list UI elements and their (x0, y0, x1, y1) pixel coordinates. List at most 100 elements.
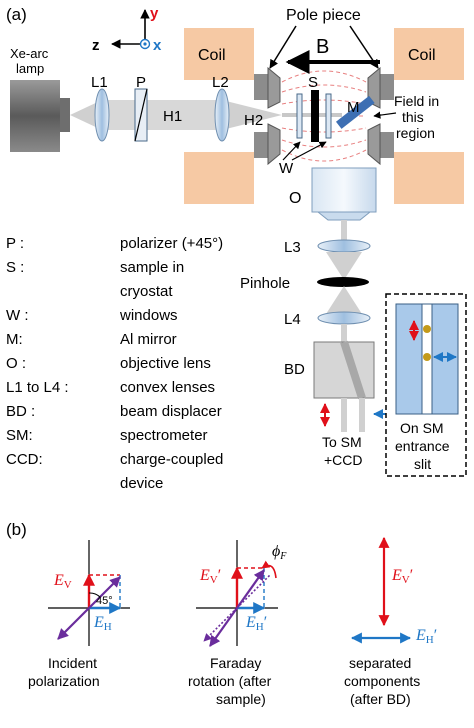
spot-top (423, 325, 431, 333)
beam-focus (222, 100, 282, 130)
d1-ev-label: EV (53, 572, 72, 591)
coil-top-right (394, 28, 464, 80)
mirror-label: M (347, 99, 360, 116)
field-region-label-2: this (402, 109, 424, 125)
l3-label: L3 (284, 239, 301, 256)
d2-caption-2: rotation (after (188, 673, 272, 689)
legend-key: M: (6, 331, 23, 348)
field-region-label-1: Field in (394, 93, 439, 109)
lens-l3 (317, 239, 371, 253)
d1-eh-label: EH (93, 614, 112, 633)
field-label: B (316, 36, 329, 58)
pole-tip-bottom-right (367, 123, 381, 166)
lamp-label-2: lamp (16, 61, 44, 76)
legend-value: polarizer (+45°) (120, 235, 223, 252)
pole-piece-arrow-left (269, 25, 297, 69)
legend-key: BD : (6, 403, 35, 420)
core-top-left (254, 74, 268, 100)
al-mirror (335, 95, 375, 129)
legend-value: charge-coupled (120, 451, 223, 468)
d1-caption-1: Incident (48, 655, 97, 671)
legend-value: cryostat (120, 283, 173, 300)
diagram-incident (48, 540, 130, 646)
d3-eh-label: EH′ (415, 627, 437, 646)
beam-collimated (102, 100, 222, 130)
coordinate-axes: y z x (92, 5, 162, 54)
l2-label: L2 (212, 74, 229, 91)
legend: P : polarizer (+45°) S : sample in cryostatW… (6, 235, 223, 492)
beam-diverge (70, 100, 102, 130)
pinhole-label: Pinhole (240, 275, 290, 292)
windows-label: W (279, 160, 294, 177)
legend-key: S : (6, 259, 24, 276)
coil-top-left (184, 28, 254, 80)
to-sm-label-2: +CCD (324, 452, 363, 468)
window-right (325, 93, 332, 139)
polarizer-label: P (136, 74, 146, 91)
legend-value: objective lens (120, 355, 211, 372)
d2-phi-label: ϕF (272, 543, 287, 562)
field-region-label-3: region (396, 125, 435, 141)
slit-label-2: entrance (395, 438, 450, 454)
l4-label: L4 (284, 311, 301, 328)
diagram-separated (350, 536, 412, 644)
pole-tip-top-left (267, 66, 281, 109)
legend-value: convex lenses (120, 379, 215, 396)
d3-caption-2: components (344, 673, 420, 689)
legend-value: device (120, 475, 163, 492)
coil-bottom-left (184, 152, 254, 204)
bd-label: BD (284, 361, 305, 378)
legend-value: spectrometer (120, 427, 208, 444)
legend-key: O : (6, 355, 26, 372)
d2-eh-label: EH′ (245, 614, 267, 633)
window-left (296, 93, 303, 139)
legend-key: W : (6, 307, 29, 324)
d2-caption-3: sample) (216, 691, 266, 707)
sample-label: S (308, 74, 318, 91)
core-top-right (380, 74, 394, 100)
core-bottom-right (380, 132, 394, 158)
h1-label: H1 (163, 108, 182, 125)
to-sm-label-1: To SM (322, 434, 362, 450)
axis-z-label: z (92, 37, 100, 54)
pole-piece-label: Pole piece (286, 7, 361, 24)
axis-x-label: x (153, 37, 162, 54)
sample (311, 90, 319, 142)
legend-key: L1 to L4 : (6, 379, 69, 396)
panel-b-label: (b) (6, 520, 27, 539)
pole-tip-bottom-left (267, 123, 281, 166)
legend-value: windows (119, 307, 178, 324)
legend-key: P : (6, 235, 24, 252)
lens-l1 (94, 88, 110, 142)
core-bottom-left (254, 132, 268, 158)
coil-bottom-right (394, 152, 464, 204)
d1-caption-2: polarization (28, 673, 100, 689)
l1-label: L1 (91, 74, 108, 91)
legend-value: Al mirror (120, 331, 177, 348)
panel-a-label: (a) (6, 5, 27, 24)
coil-left-label: Coil (198, 47, 226, 64)
d2-ev-label: EV′ (199, 567, 221, 586)
legend-key: CCD: (6, 451, 43, 468)
diagram-faraday (196, 540, 278, 647)
d2-caption-1: Faraday (210, 655, 261, 671)
lamp-nozzle (60, 98, 70, 132)
xe-arc-lamp (10, 80, 60, 152)
d3-caption-1: separated (349, 655, 411, 671)
d1-angle-label: 45° (96, 595, 113, 607)
d3-caption-3: (after BD) (350, 691, 411, 707)
coil-right-label: Coil (408, 47, 436, 64)
legend-value: sample in (120, 259, 184, 276)
axis-y-label: y (150, 5, 159, 22)
pinhole (317, 277, 369, 287)
spot-bottom (423, 353, 431, 361)
slit-label-3: slit (414, 456, 431, 472)
lamp-label-1: Xe-arc (10, 46, 49, 61)
legend-key: SM: (6, 427, 33, 444)
slit-label-1: On SM (400, 420, 444, 436)
h2-label: H2 (244, 112, 263, 129)
legend-value: beam displacer (120, 403, 222, 420)
d3-ev-label: EV′ (391, 567, 413, 586)
objective-label: O (289, 190, 301, 207)
